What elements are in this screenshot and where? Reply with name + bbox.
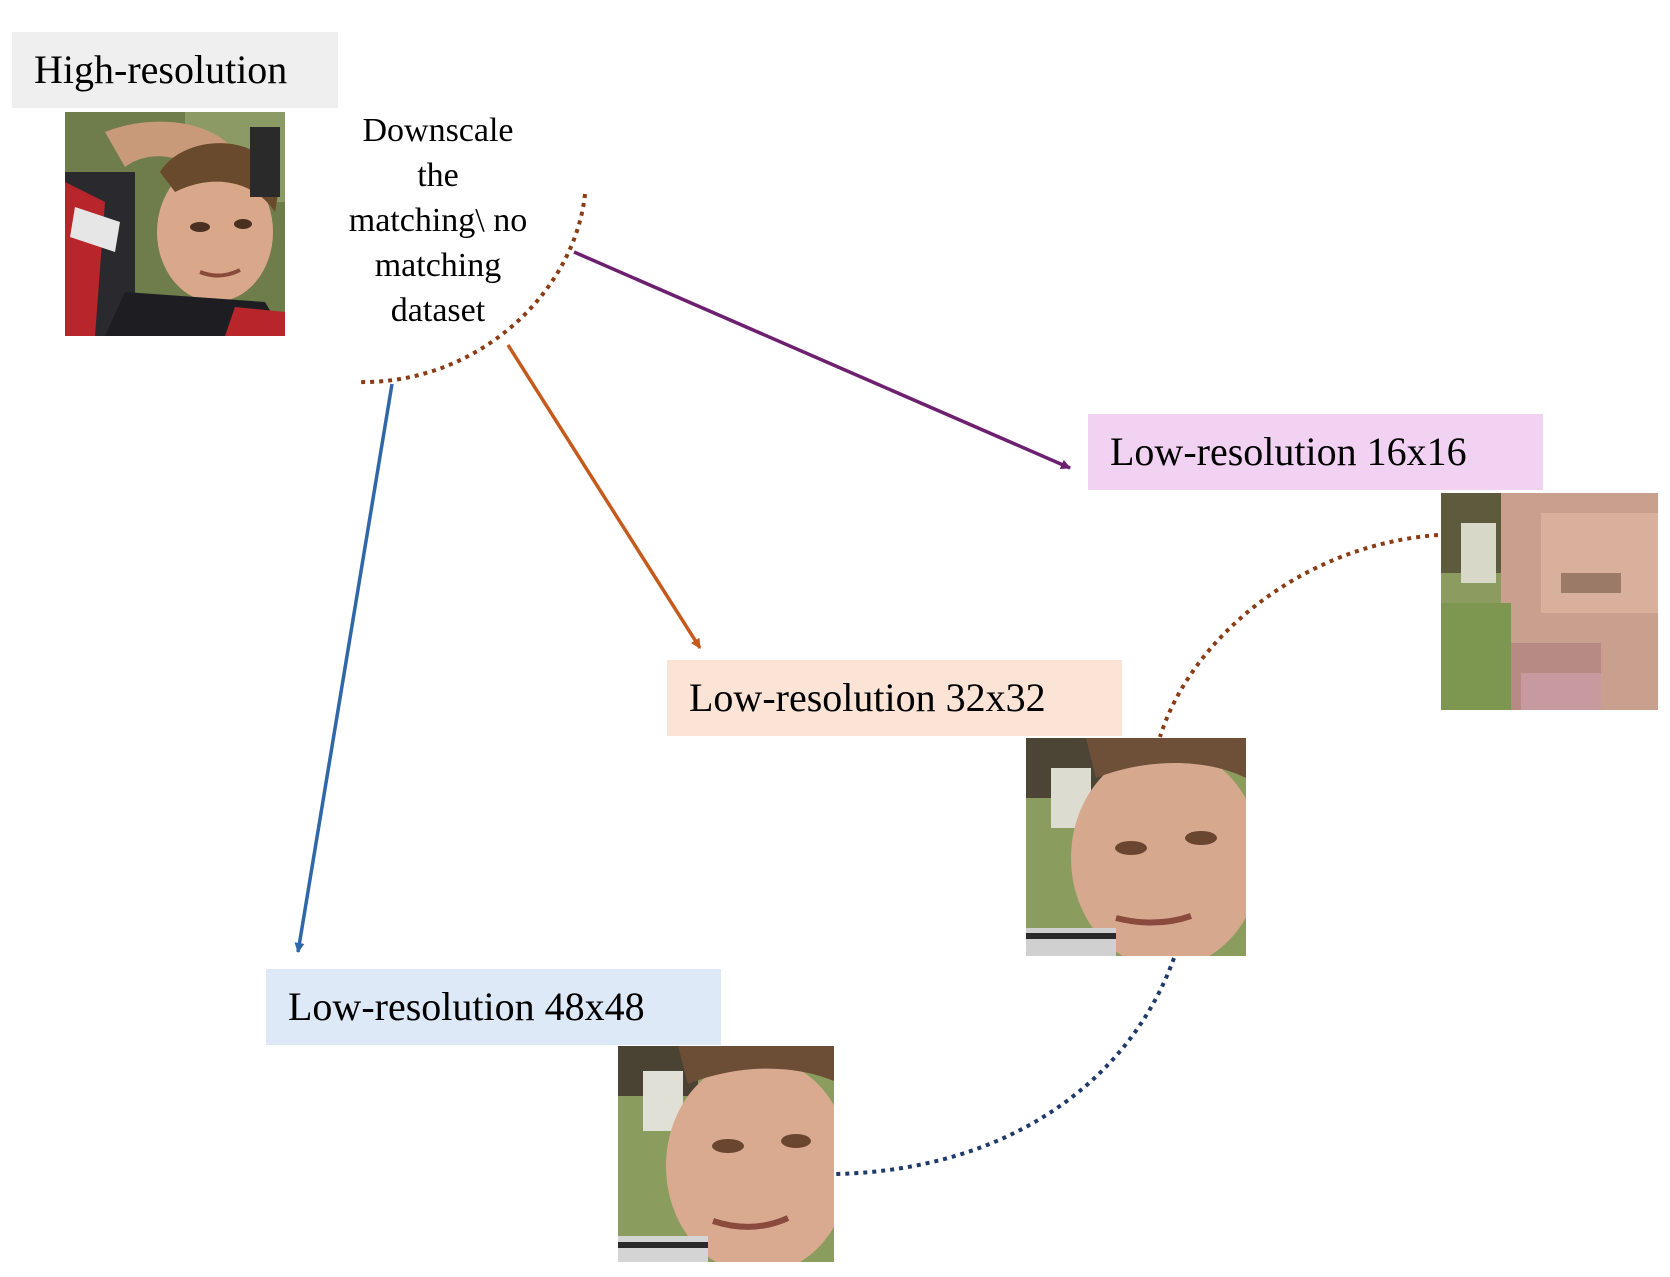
dotted-link-32-to-48 — [835, 957, 1176, 1176]
high-resolution-label: High-resolution — [12, 32, 338, 108]
low-resolution-48-label-text: Low-resolution 48x48 — [288, 984, 645, 1029]
downscale-note-line: Downscale — [362, 112, 514, 149]
high-resolution-face-image — [65, 112, 285, 336]
arrow-to-32x32 — [506, 344, 702, 649]
low-resolution-32-label: Low-resolution 32x32 — [667, 660, 1122, 736]
low-resolution-48-label: Low-resolution 48x48 — [266, 969, 721, 1045]
downscale-note-line: matching\ no — [348, 202, 528, 239]
downscale-note-line: dataset — [390, 292, 486, 329]
downscale-note: Downscale the matching\ no matching data… — [318, 108, 558, 333]
low-resolution-32-label-text: Low-resolution 32x32 — [689, 675, 1046, 720]
low-resolution-32-face-image — [1026, 738, 1246, 956]
low-resolution-16-face-image — [1441, 493, 1658, 710]
low-resolution-16-label: Low-resolution 16x16 — [1088, 414, 1543, 490]
arrow-to-16x16 — [573, 250, 1071, 470]
low-resolution-48-face-image — [618, 1046, 834, 1262]
downscale-dotted-arc — [356, 193, 587, 385]
low-resolution-16-label-text: Low-resolution 16x16 — [1110, 429, 1467, 474]
downscale-note-line: matching — [374, 247, 502, 284]
arrow-to-48x48 — [294, 383, 394, 953]
dotted-link-16-to-32 — [1158, 533, 1439, 738]
high-resolution-label-text: High-resolution — [34, 47, 288, 92]
downscale-note-line: the — [417, 157, 459, 194]
